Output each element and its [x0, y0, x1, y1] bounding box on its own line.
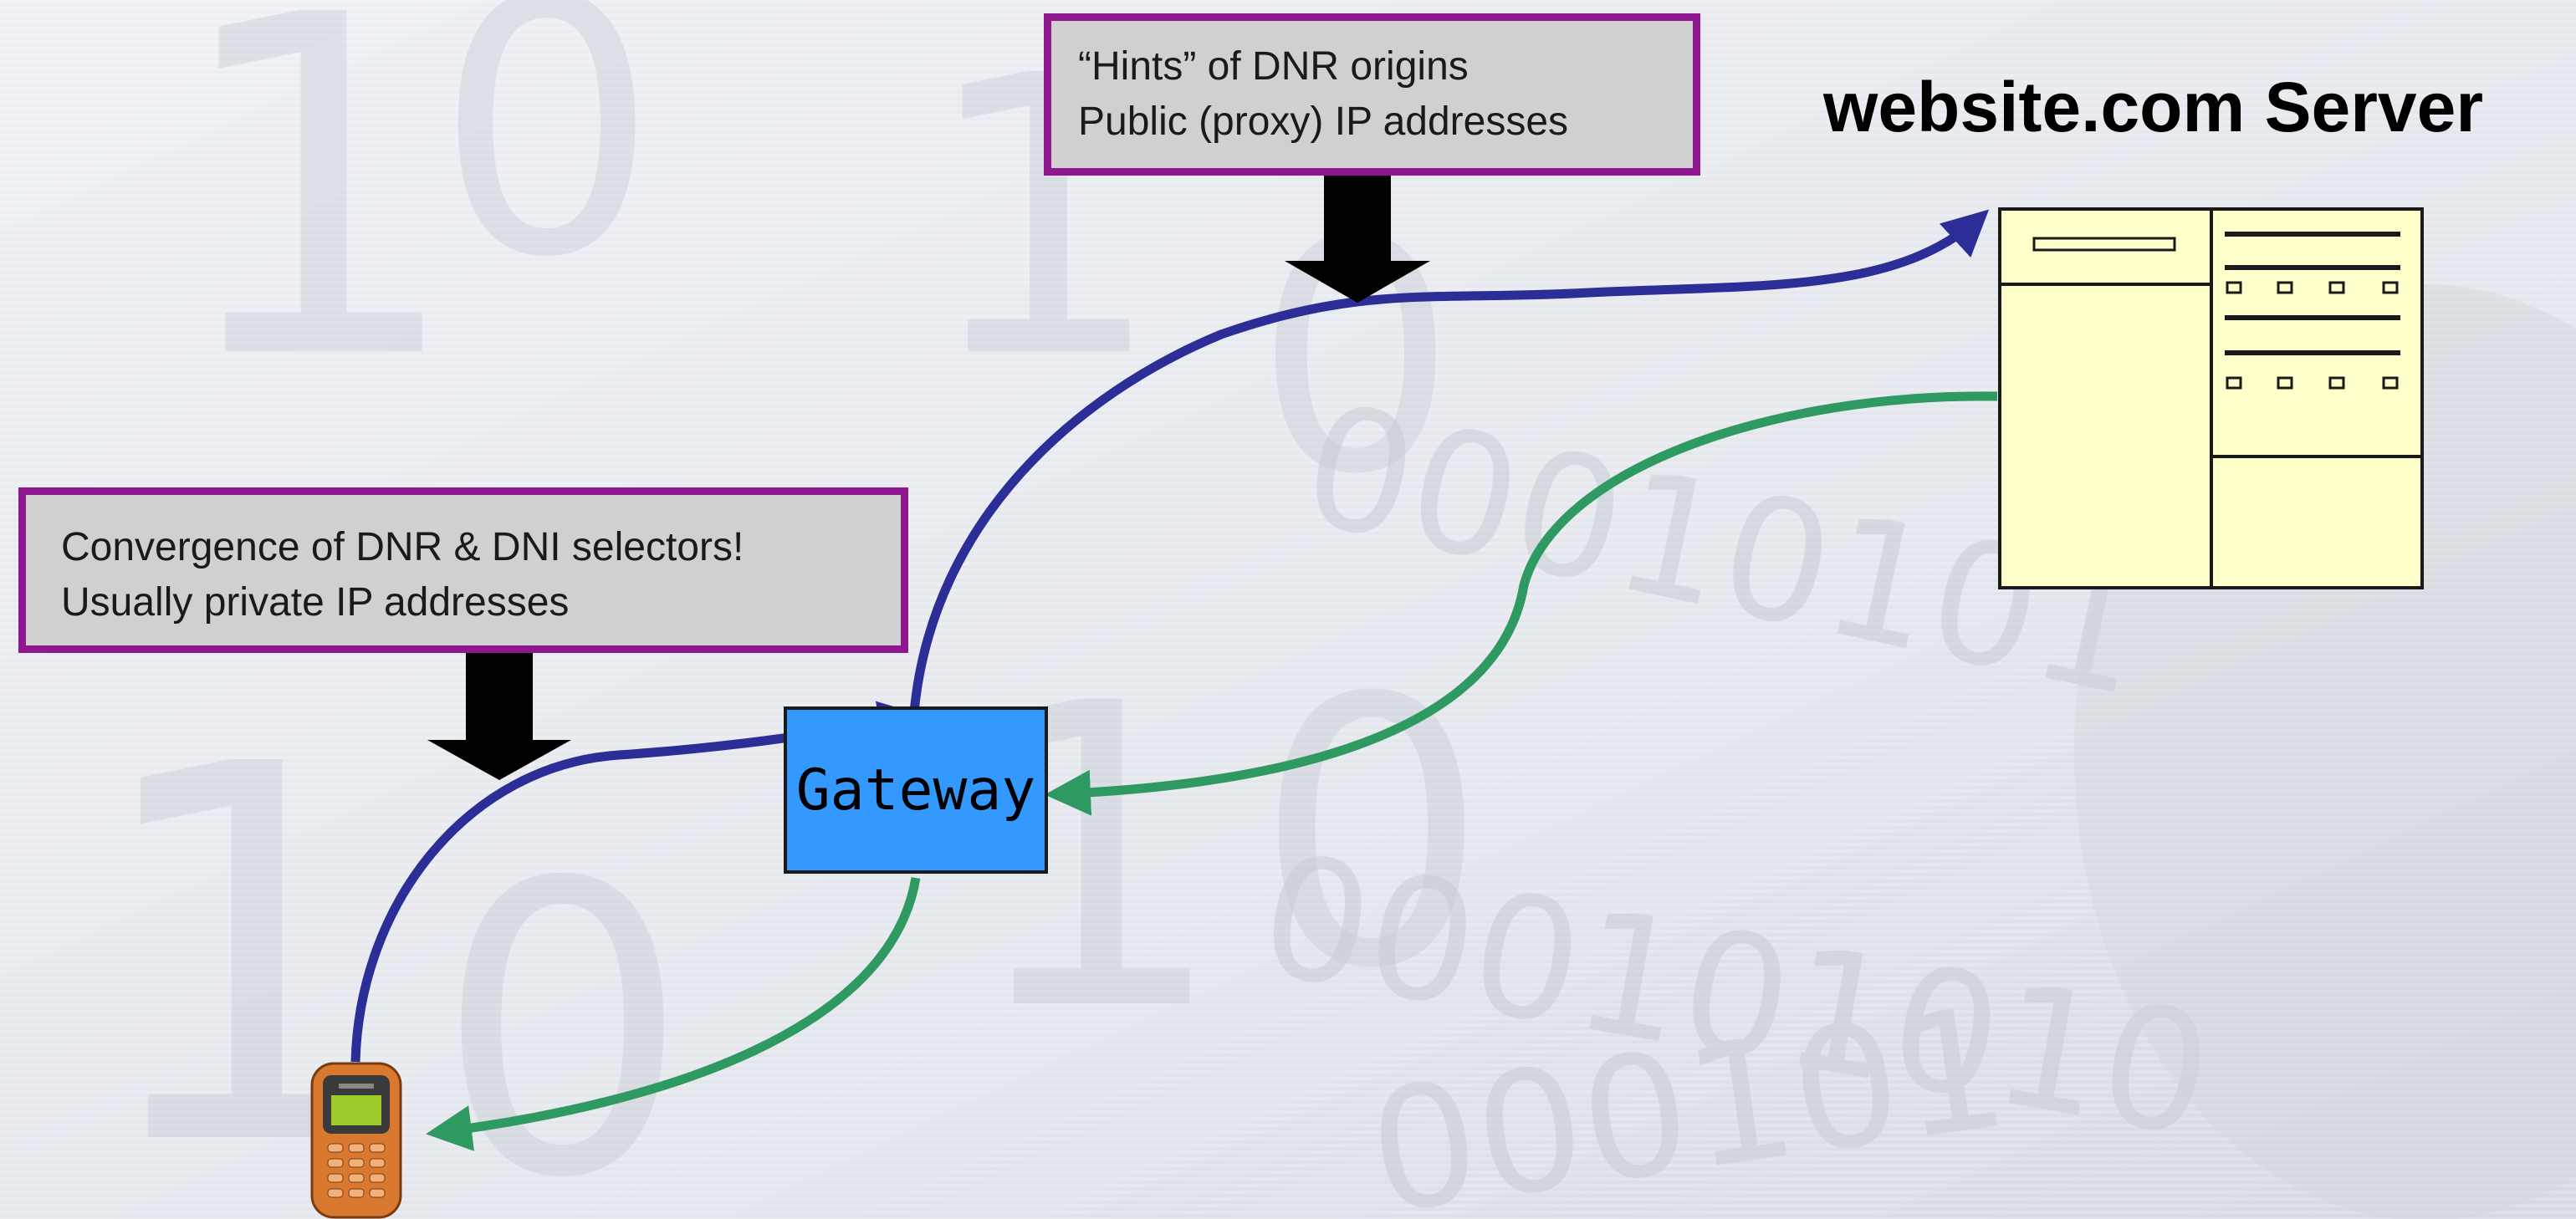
- callout-convergence-line2: Usually private IP addresses: [61, 580, 570, 625]
- svg-text:0: 0: [435, 798, 690, 1219]
- server-title: website.com Server: [1823, 68, 2484, 146]
- gateway-node: Gateway: [784, 706, 1048, 874]
- down-arrow-icon: [427, 637, 571, 780]
- svg-text:1: 1: [167, 0, 465, 462]
- webpage-server-icon: [1998, 207, 2424, 589]
- svg-text:0: 0: [1255, 620, 1489, 1048]
- callout-convergence: Convergence of DNR & DNI selectors! Usua…: [18, 487, 908, 653]
- callout-dnr-hints: “Hints” of DNR origins Public (proxy) IP…: [1044, 13, 1700, 176]
- down-arrow-icon: [1285, 161, 1430, 303]
- gateway-label: Gateway: [795, 757, 1036, 824]
- callout-hints-line2: Public (proxy) IP addresses: [1078, 99, 1569, 144]
- response-path-gateway-to-phone: [426, 877, 921, 1151]
- request-path-gateway-to-server: [909, 209, 1990, 713]
- callout-convergence-line1: Convergence of DNR & DNI selectors!: [61, 525, 744, 569]
- mobile-phone-icon: [310, 1062, 402, 1219]
- svg-text:0: 0: [435, 0, 658, 334]
- response-path-server-to-gateway: [1045, 391, 1998, 816]
- callout-hints-line1: “Hints” of DNR origins: [1078, 44, 1469, 89]
